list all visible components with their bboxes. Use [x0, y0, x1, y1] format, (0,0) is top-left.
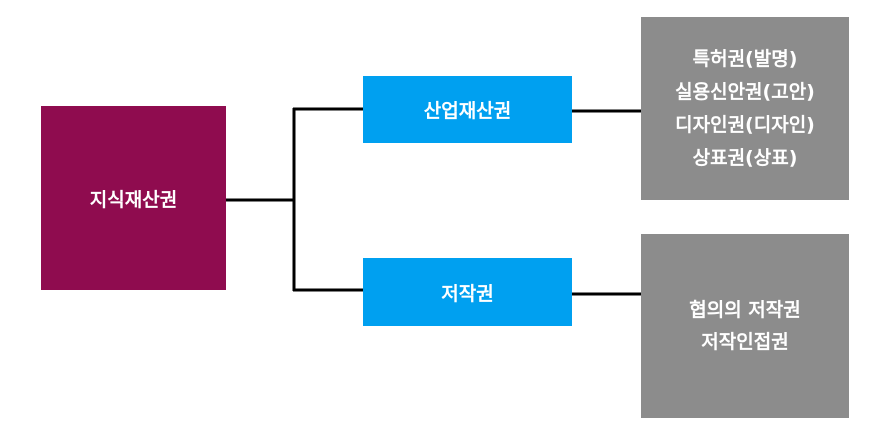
detail-item-copyright-narrow: 협의의 저작권 [689, 299, 801, 321]
root-node-intellectual-property: 지식재산권 [41, 106, 226, 290]
detail-item-design: 디자인권(디자인) [675, 113, 815, 136]
branch-node-industrial-property: 산업재산권 [363, 76, 572, 143]
branch-node-label: 산업재산권 [423, 100, 512, 122]
detail-item-neighboring-rights: 저작인접권 [701, 331, 789, 353]
detail-item-patent: 특허권(발명) [692, 47, 798, 70]
detail-item-utility-model: 실용신안권(고안) [675, 80, 815, 103]
root-node-label: 지식재산권 [89, 188, 178, 211]
detail-item-trademark: 상표권(상표) [692, 146, 798, 169]
branch-node-copyright: 저작권 [363, 258, 572, 326]
detail-box-copyright: 협의의 저작권 저작인접권 [641, 234, 849, 418]
branch-node-label: 저작권 [441, 282, 494, 305]
detail-box-industrial-property: 특허권(발명) 실용신안권(고안) 디자인권(디자인) 상표권(상표) [641, 17, 849, 200]
